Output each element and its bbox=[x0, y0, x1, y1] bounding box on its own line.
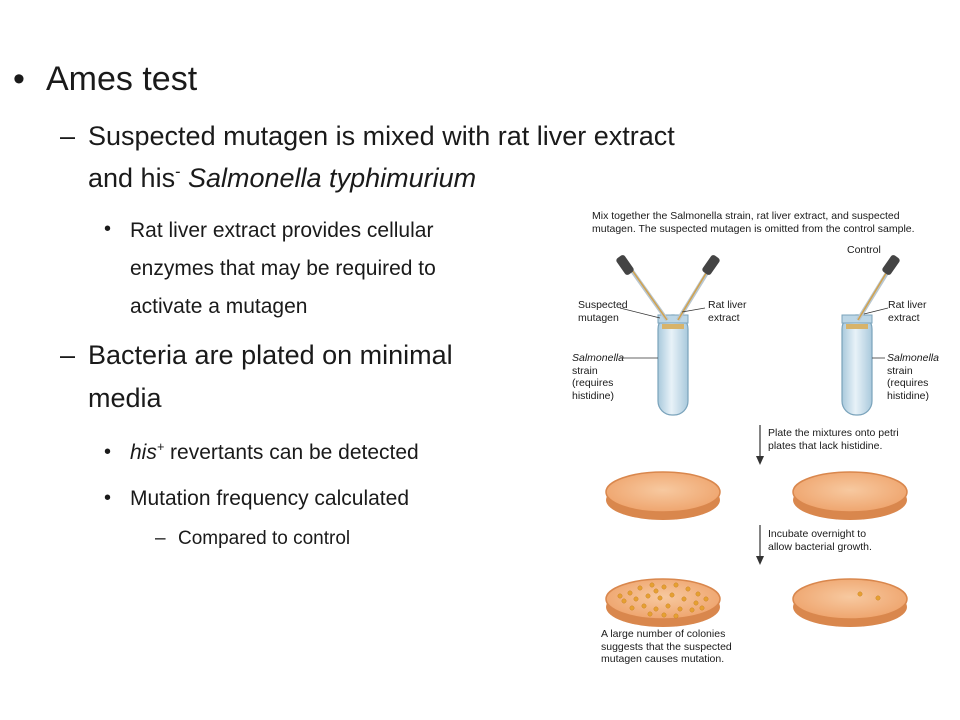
figure-caption-bottom: A large number of colonies suggests that… bbox=[601, 628, 732, 665]
step-incubate-caption: Incubate overnight to allow bacterial gr… bbox=[768, 528, 872, 553]
petri-dish-control-2 bbox=[792, 578, 908, 627]
left-test-tube bbox=[657, 314, 689, 416]
petri-dish-test-2 bbox=[605, 578, 721, 627]
item2-line1: Bacteria are plated on minimal bbox=[88, 340, 453, 370]
slide-title-bullet: Ames test bbox=[46, 60, 198, 98]
rat-liver-dropper-right bbox=[856, 255, 900, 322]
few-colonies bbox=[857, 591, 881, 601]
arrow-plate bbox=[756, 425, 764, 465]
dash-marker-4: – bbox=[155, 528, 166, 549]
mutagen-dropper bbox=[616, 255, 669, 322]
bullet-marker-1: • bbox=[13, 60, 25, 98]
sub1-line1: Rat liver extract provides cellular bbox=[130, 219, 434, 242]
ames-test-figure bbox=[605, 255, 908, 627]
item1-line1: Suspected mutagen is mixed with rat live… bbox=[88, 121, 675, 151]
salmonella-label-right: Salmonella strain (requires histidine) bbox=[887, 352, 939, 402]
dash-marker-2: – bbox=[60, 340, 76, 370]
sub2-text: his+ revertants can be detected bbox=[130, 440, 419, 464]
control-test-tube bbox=[841, 314, 873, 416]
sub3-text: Mutation frequency calculated bbox=[130, 487, 409, 510]
petri-dish-test-1 bbox=[605, 471, 721, 520]
rat-liver-label-left: Rat liver extract bbox=[708, 299, 747, 324]
figure-caption-top: Mix together the Salmonella strain, rat … bbox=[592, 210, 915, 235]
subsub1-text: Compared to control bbox=[178, 528, 351, 549]
control-label: Control bbox=[847, 244, 881, 256]
item1-line2: and his- Salmonella typhimurium bbox=[88, 163, 477, 193]
bullet-marker-sub3: • bbox=[104, 487, 112, 509]
bullet-marker-sub1: • bbox=[104, 218, 112, 240]
salmonella-label-left: Salmonella strain (requires histidine) bbox=[572, 352, 624, 402]
rat-liver-label-right: Rat liver extract bbox=[888, 299, 927, 324]
sub1-line3: activate a mutagen bbox=[130, 295, 308, 318]
item2-line2: media bbox=[88, 383, 162, 413]
arrow-incubate bbox=[756, 525, 764, 565]
dash-marker-1: – bbox=[60, 121, 76, 151]
bullet-marker-sub2: • bbox=[104, 441, 112, 463]
many-colonies bbox=[617, 582, 709, 619]
step-plate-caption: Plate the mixtures onto petri plates tha… bbox=[768, 427, 899, 452]
sub1-line2: enzymes that may be required to bbox=[130, 257, 436, 280]
suspected-mutagen-label: Suspected mutagen bbox=[578, 299, 628, 324]
petri-dish-control-1 bbox=[792, 471, 908, 520]
